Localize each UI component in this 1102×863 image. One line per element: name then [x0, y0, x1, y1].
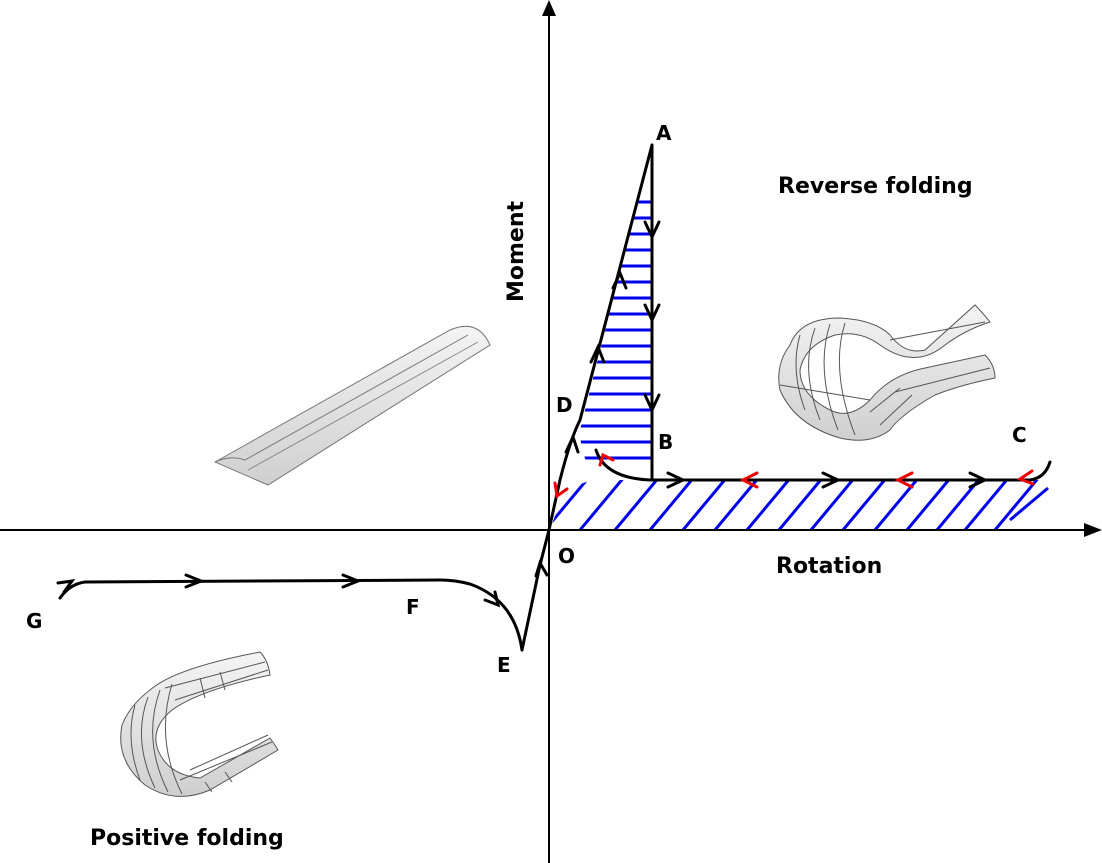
- x-axis-arrowhead: [1084, 523, 1102, 537]
- positive-folding-label: Positive folding: [90, 826, 284, 851]
- point-label-A: A: [656, 121, 672, 145]
- red-arrow-3: [739, 471, 759, 489]
- arrow-right-5: [341, 573, 363, 589]
- point-label-D: D: [556, 393, 573, 417]
- point-label-C: C: [1012, 423, 1027, 447]
- point-label-F: F: [406, 595, 420, 619]
- reverse-folding-label: Reverse folding: [778, 174, 973, 199]
- reverse-fold-shell-illustration: [778, 304, 996, 441]
- positive-path-E-F-G: [58, 578, 524, 652]
- arrow-down-3: [643, 393, 661, 414]
- arrow-up-1: [564, 432, 580, 454]
- plateau-path-B-C: [594, 448, 1052, 482]
- arrow-up-7: [534, 559, 549, 578]
- flat-shell-illustration: [213, 325, 491, 486]
- positive-fold-shell-illustration: [120, 651, 279, 797]
- point-label-B: B: [658, 430, 673, 454]
- red-arrow-5: [1016, 469, 1035, 486]
- arrow-right-4: [184, 573, 206, 589]
- arrow-down-1: [643, 220, 661, 241]
- point-label-G: G: [26, 609, 42, 633]
- direction-arrows: [56, 220, 989, 608]
- hatch-edge: [1009, 486, 1049, 522]
- arrow-G: [56, 579, 76, 594]
- loading-path-O-D-A: [547, 143, 654, 532]
- arrow-down-2: [643, 303, 661, 324]
- arrow-up-3: [611, 269, 628, 290]
- elastic-energy-hatch: [580, 200, 652, 460]
- point-label-E: E: [497, 653, 511, 677]
- arrow-right-1: [666, 471, 687, 489]
- reverse-arrows: [553, 452, 1035, 499]
- arrow-down-right-6: [483, 590, 501, 608]
- red-arrow-1: [553, 481, 569, 499]
- y-axis-label: Moment: [504, 200, 529, 302]
- red-arrow-4: [894, 471, 914, 489]
- positive-path-O-E: [520, 528, 551, 652]
- x-axis-label: Rotation: [776, 554, 882, 579]
- arrow-up-2: [589, 343, 606, 364]
- arrow-right-2: [821, 471, 842, 489]
- arrow-right-3: [968, 471, 989, 489]
- red-arrow-2: [598, 452, 615, 467]
- origin-label: O: [558, 544, 575, 568]
- dissipated-energy-hatch: [552, 480, 1050, 530]
- y-axis-arrowhead: [542, 0, 556, 16]
